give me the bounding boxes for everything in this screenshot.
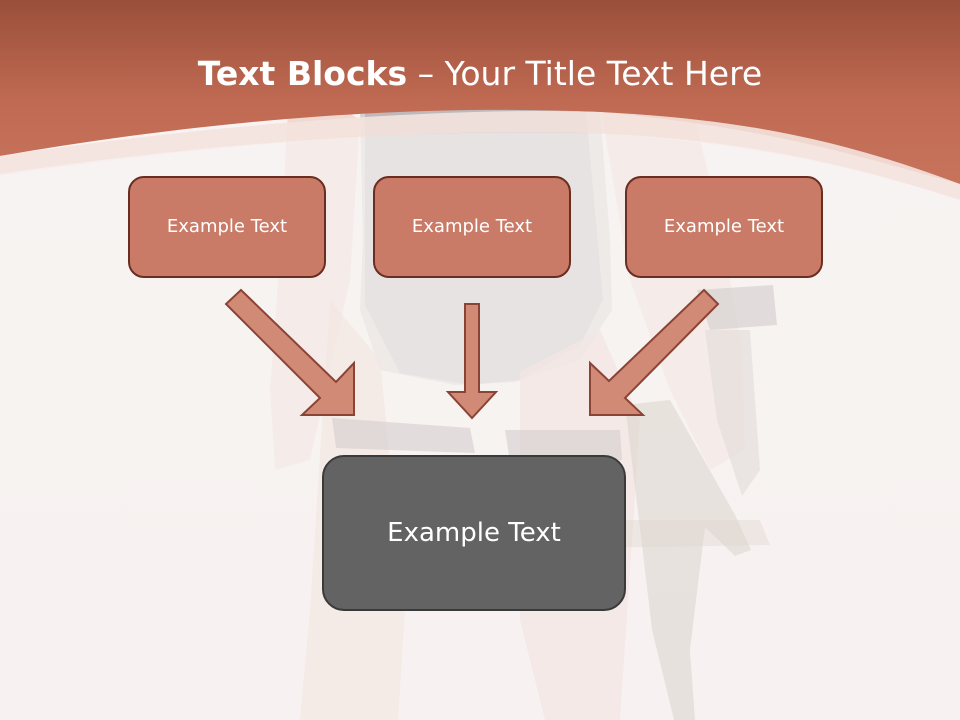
text-block-right[interactable]: Example Text: [625, 176, 823, 278]
text-block-left-label: Example Text: [166, 216, 288, 237]
text-block-main-label: Example Text: [387, 518, 561, 548]
text-block-right-label: Example Text: [663, 216, 785, 237]
header-swoosh: [0, 110, 960, 200]
content-area-wash: [0, 132, 960, 720]
text-block-center-label: Example Text: [411, 216, 533, 237]
header-band: [0, 0, 960, 184]
slide-title-bold: Text Blocks: [197, 54, 408, 93]
text-block-center[interactable]: Example Text: [373, 176, 571, 278]
text-block-main[interactable]: Example Text: [322, 455, 626, 611]
slide-title-rest: – Your Title Text Here: [407, 54, 763, 93]
slide-title: Text Blocks – Your Title Text Here: [0, 52, 960, 96]
text-block-left[interactable]: Example Text: [128, 176, 326, 278]
